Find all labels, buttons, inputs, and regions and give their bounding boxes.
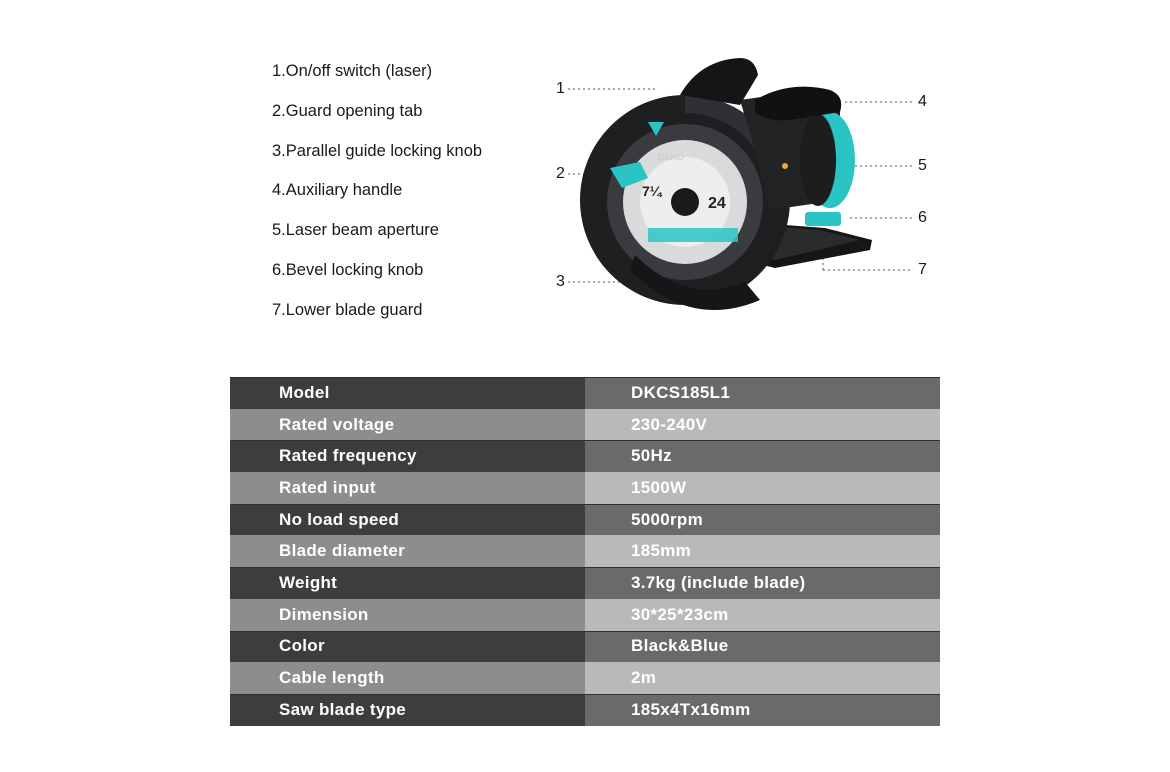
spec-value: 3.7kg (include blade): [585, 567, 940, 599]
spec-value: 185x4Tx16mm: [585, 693, 940, 726]
table-row: Blade diameter 185mm: [230, 535, 940, 568]
parts-list: 1.On/off switch (laser) 2.Guard opening …: [272, 60, 482, 339]
table-row: No load speed 5000rpm: [230, 503, 940, 536]
part-item-auxiliary-handle: 4.Auxiliary handle: [272, 181, 403, 200]
part-item-parallel-guide-knob: 3.Parallel guide locking knob: [272, 141, 483, 160]
callout-4: 4: [918, 93, 927, 110]
spec-key: Cable length: [230, 662, 585, 694]
part-item-lower-blade-guard: 7.Lower blade guard: [272, 300, 423, 319]
product-diagram: 7¼ 24 DEKO 1 2 3 4 5 6 7: [540, 50, 940, 320]
table-row: Model DKCS185L1: [230, 377, 940, 409]
blade-teeth-count: 24: [708, 195, 726, 212]
lower-blade-guard: [630, 255, 760, 310]
part-item-guard-opening-tab: 2.Guard opening tab: [272, 101, 423, 120]
spec-value: DKCS185L1: [585, 377, 940, 409]
spec-value: Black&Blue: [585, 630, 940, 663]
laser-aperture-dot: [782, 163, 788, 169]
spec-key: Blade diameter: [230, 535, 585, 568]
part-item-laser-aperture: 5.Laser beam aperture: [272, 221, 439, 240]
callout-2: 2: [556, 165, 565, 182]
callout-6: 6: [918, 209, 927, 226]
spec-key: Rated input: [230, 472, 585, 504]
part-item-bevel-knob: 6.Bevel locking knob: [272, 260, 424, 279]
table-row: Saw blade type 185x4Tx16mm: [230, 693, 940, 726]
spec-value: 30*25*23cm: [585, 598, 940, 631]
spec-key: Weight: [230, 567, 585, 599]
callout-5: 5: [918, 157, 927, 174]
circular-saw-illustration: 7¼ 24 DEKO: [568, 58, 912, 310]
blade-mark: 7¼: [642, 183, 663, 199]
table-row: Weight 3.7kg (include blade): [230, 567, 940, 599]
table-row: Cable length 2m: [230, 662, 940, 694]
spec-key: Model: [230, 377, 585, 409]
spec-key: Color: [230, 630, 585, 663]
top-handle: [680, 58, 758, 105]
callout-3: 3: [556, 273, 565, 290]
spec-key: Rated frequency: [230, 440, 585, 473]
table-row: Rated input 1500W: [230, 472, 940, 504]
spec-key: Rated voltage: [230, 408, 585, 441]
spec-value: 5000rpm: [585, 503, 940, 536]
callout-7: 7: [918, 261, 927, 278]
spec-value: 230-240V: [585, 408, 940, 441]
spec-value: 185mm: [585, 535, 940, 568]
auxiliary-handle: [755, 86, 842, 121]
spec-value: 1500W: [585, 472, 940, 504]
spec-key: Saw blade type: [230, 693, 585, 726]
part-item-on-off-switch: 1.On/off switch (laser): [272, 62, 433, 80]
table-row: Rated frequency 50Hz: [230, 440, 940, 473]
spec-key: No load speed: [230, 503, 585, 536]
spec-table: Model DKCS185L1 Rated voltage 230-240V R…: [230, 377, 940, 726]
callout-1: 1: [556, 80, 565, 97]
table-row: Rated voltage 230-240V: [230, 408, 940, 441]
blade-arbor: [671, 188, 699, 216]
brand-mark: DEKO: [658, 152, 684, 162]
guard-opening-tab: [610, 162, 648, 188]
table-row: Dimension 30*25*23cm: [230, 598, 940, 631]
bevel-locking-knob: [805, 212, 841, 226]
spec-value: 50Hz: [585, 440, 940, 473]
spec-key: Dimension: [230, 598, 585, 631]
table-row: Color Black&Blue: [230, 630, 940, 663]
spec-value: 2m: [585, 662, 940, 694]
